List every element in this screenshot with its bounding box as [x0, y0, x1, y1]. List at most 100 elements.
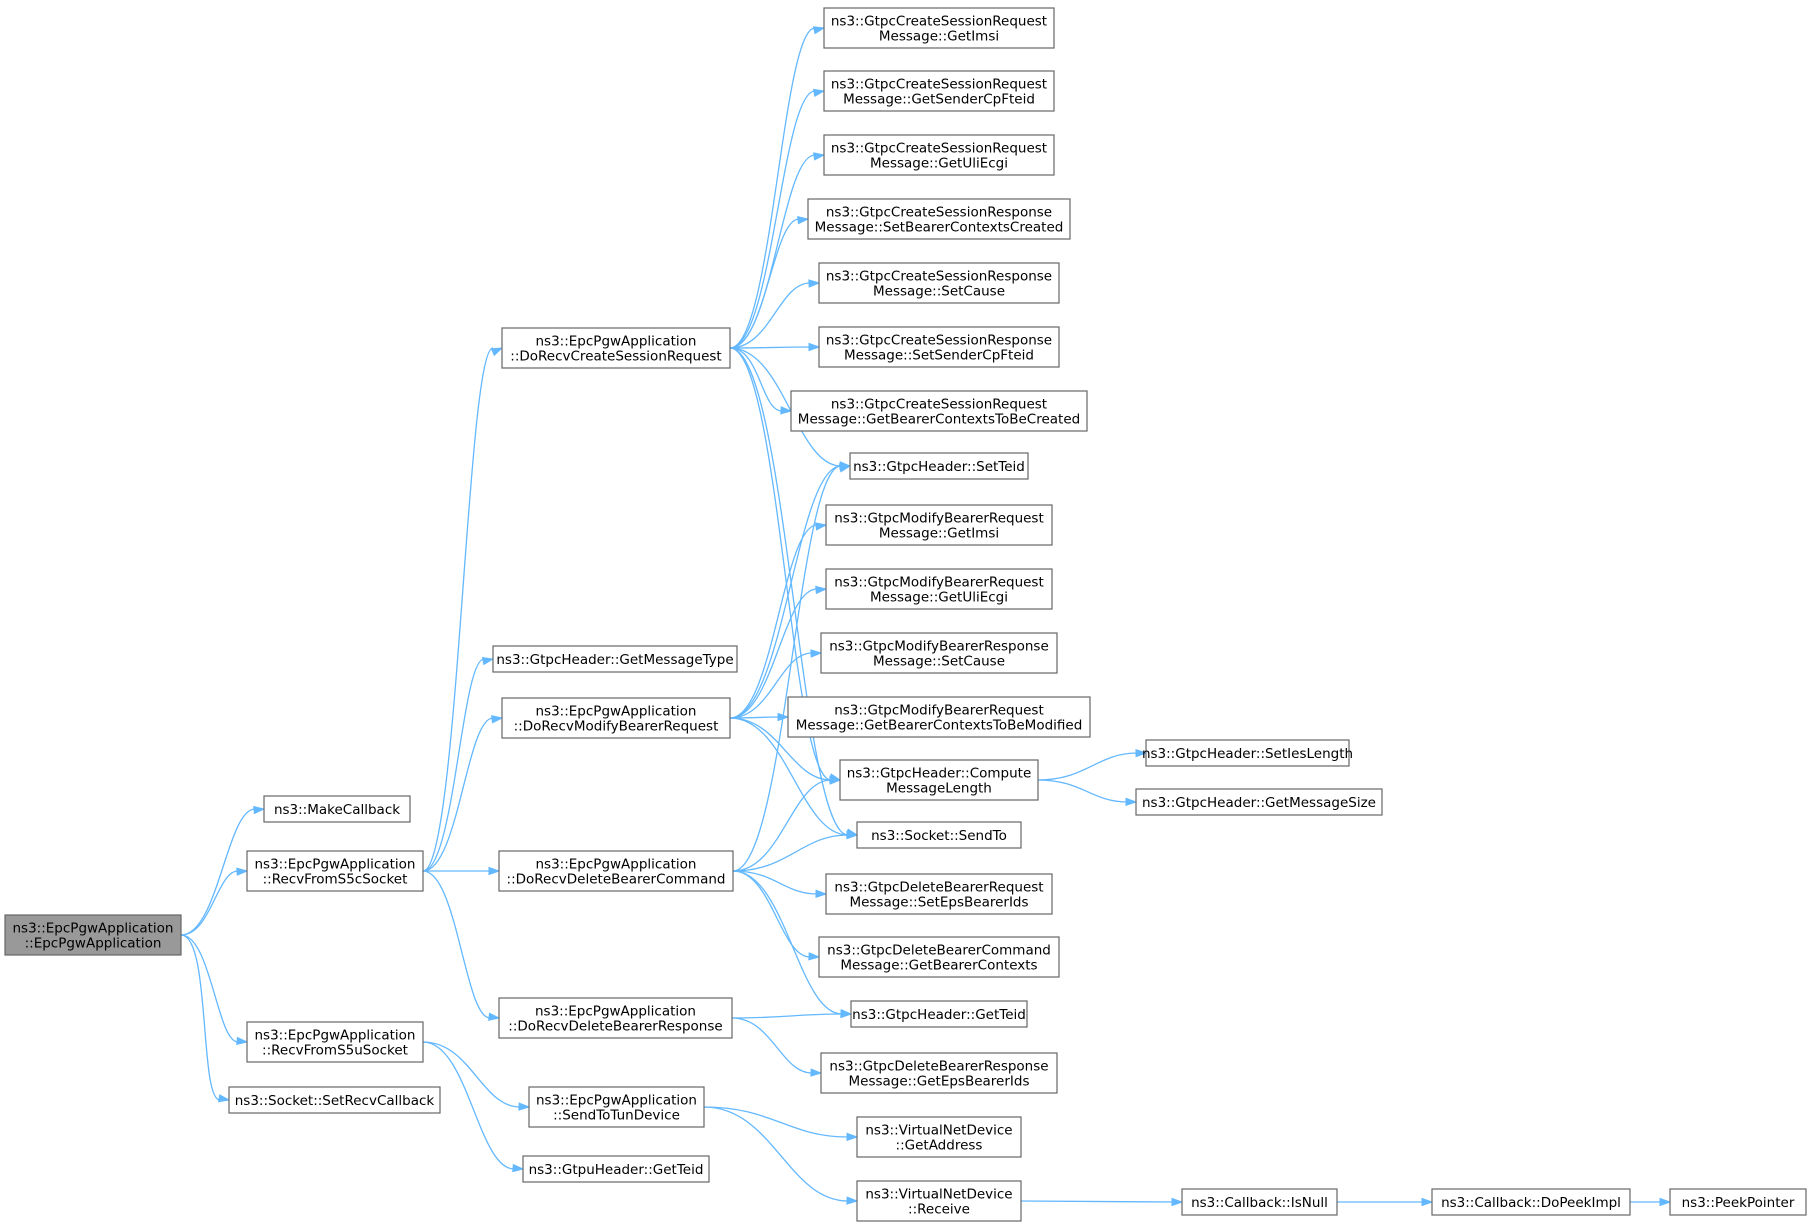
arrowhead — [1135, 748, 1148, 758]
node-peekptr[interactable]: ns3::PeekPointer — [1669, 1188, 1807, 1216]
node-label-line: Message::SetCause — [873, 654, 1005, 670]
node-setteid[interactable]: ns3::GtpcHeader::SetTeid — [849, 452, 1029, 480]
node-box — [492, 645, 738, 673]
node-label-line: ns3::GtpcModifyBearerResponse — [829, 639, 1049, 655]
node-getmsgtype[interactable]: ns3::GtpcHeader::GetMessageType — [492, 645, 738, 673]
node-label-line: ns3::PeekPointer — [1682, 1195, 1795, 1211]
node-vnd_addr[interactable]: ns3::VirtualNetDevice::GetAddress — [856, 1116, 1022, 1158]
node-label-line: Message::GetUliEcgi — [870, 590, 1008, 606]
node-recvs5c[interactable]: ns3::EpcPgwApplication::RecvFromS5cSocke… — [246, 850, 424, 892]
node-csreq_uli[interactable]: ns3::GtpcCreateSessionRequestMessage::Ge… — [823, 134, 1055, 176]
edge-line — [703, 1106, 849, 1202]
arrowhead — [1421, 1197, 1434, 1207]
node-drdbc[interactable]: ns3::EpcPgwApplication::DoRecvDeleteBear… — [498, 850, 734, 892]
node-box — [818, 936, 1060, 978]
node-label-line: ns3::GtpcHeader::GetMessageSize — [1142, 795, 1376, 811]
node-drdbresp[interactable]: ns3::EpcPgwApplication::DoRecvDeleteBear… — [498, 997, 733, 1039]
node-label-line: ns3::GtpcCreateSessionResponse — [826, 269, 1052, 285]
node-getmsgsize[interactable]: ns3::GtpcHeader::GetMessageSize — [1135, 788, 1383, 816]
node-label-line: ns3::VirtualNetDevice — [865, 1123, 1012, 1139]
node-setieslen[interactable]: ns3::GtpcHeader::SetIesLength — [1142, 739, 1353, 767]
node-label-line: ::Receive — [908, 1202, 970, 1218]
edge-line — [422, 870, 491, 1019]
node-label-line: ns3::GtpcDeleteBearerCommand — [827, 943, 1051, 959]
edge-line — [422, 658, 485, 872]
node-label-line: ns3::GtpcModifyBearerRequest — [834, 511, 1044, 527]
node-box — [498, 850, 734, 892]
edge-line — [180, 934, 221, 1101]
arrowhead — [490, 347, 504, 357]
call-edge-drcsr-to-csresp_setbc — [729, 215, 810, 349]
edge-line — [729, 465, 842, 719]
edge-line — [422, 347, 494, 872]
node-mbreq_imsi[interactable]: ns3::GtpcModifyBearerRequestMessage::Get… — [825, 504, 1053, 546]
node-label-line: ns3::EpcPgwApplication — [536, 1093, 697, 1109]
node-label-line: ns3::MakeCallback — [274, 802, 400, 818]
node-label-line: Message::GetSenderCpFteid — [843, 92, 1035, 108]
node-recvs5u[interactable]: ns3::EpcPgwApplication::RecvFromS5uSocke… — [246, 1021, 424, 1063]
call-edge-root-to-setrecvcb — [180, 934, 231, 1103]
node-box — [1135, 788, 1383, 816]
node-dbreq_eps[interactable]: ns3::GtpcDeleteBearerRequestMessage::Set… — [825, 873, 1053, 915]
node-label-line: Message::SetBearerContextsCreated — [815, 220, 1064, 236]
call-edge-drdbresp-to-getteid — [731, 1009, 853, 1019]
node-sendtun[interactable]: ns3::EpcPgwApplication::SendToTunDevice — [528, 1086, 705, 1128]
call-edge-drmbr-to-mbreq_uli — [729, 585, 828, 719]
edge-line — [729, 347, 842, 467]
node-label-line: Message::SetEpsBearerIds — [849, 895, 1028, 911]
node-drcsr[interactable]: ns3::EpcPgwApplication::DoRecvCreateSess… — [501, 327, 731, 369]
node-gtpugetteid[interactable]: ns3::GtpuHeader::GetTeid — [522, 1155, 710, 1183]
node-getteid[interactable]: ns3::GtpcHeader::GetTeid — [850, 1000, 1028, 1028]
node-label-line: ns3::Callback::IsNull — [1191, 1195, 1328, 1211]
arrowhead — [815, 522, 828, 531]
node-label-line: ns3::GtpcModifyBearerRequest — [834, 575, 1044, 591]
edge-line — [731, 1013, 843, 1019]
node-box — [807, 198, 1071, 240]
node-dopeek[interactable]: ns3::Callback::DoPeekImpl — [1431, 1188, 1631, 1216]
arrowhead — [518, 1102, 531, 1111]
node-label-line: Message::SetSenderCpFteid — [844, 348, 1034, 364]
arrowhead — [815, 889, 828, 899]
call-edge-recvs5c-to-getmsgtype — [422, 656, 495, 872]
node-mbreq_uli[interactable]: ns3::GtpcModifyBearerRequestMessage::Get… — [825, 568, 1053, 610]
node-sendto[interactable]: ns3::Socket::SendTo — [856, 821, 1022, 849]
node-label-line: ::RecvFromS5cSocket — [263, 872, 408, 888]
arrowhead — [846, 1196, 859, 1205]
node-isnull[interactable]: ns3::Callback::IsNull — [1181, 1188, 1338, 1216]
node-root[interactable]: ns3::EpcPgwApplication::EpcPgwApplicatio… — [4, 914, 182, 956]
node-label-line: ns3::EpcPgwApplication — [255, 1028, 416, 1044]
node-csreq_getbc[interactable]: ns3::GtpcCreateSessionRequestMessage::Ge… — [790, 390, 1088, 432]
node-mbresp_cause[interactable]: ns3::GtpcModifyBearerResponseMessage::Se… — [820, 632, 1058, 674]
node-box — [522, 1155, 710, 1183]
call-edge-vnd_recv-to-isnull — [1020, 1197, 1184, 1207]
node-vnd_recv[interactable]: ns3::VirtualNetDevice::Receive — [856, 1180, 1022, 1222]
node-label-line: ns3::GtpcHeader::Compute — [847, 766, 1032, 782]
node-label-line: ns3::EpcPgwApplication — [536, 857, 697, 873]
edge-line — [729, 652, 813, 719]
node-label-line: Message::GetBearerContexts — [840, 958, 1037, 974]
node-csreq_imsi[interactable]: ns3::GtpcCreateSessionRequestMessage::Ge… — [823, 7, 1055, 49]
node-dbcmd_bc[interactable]: ns3::GtpcDeleteBearerCommandMessage::Get… — [818, 936, 1060, 978]
edge-line — [180, 808, 256, 936]
node-label-line: ::DoRecvCreateSessionRequest — [510, 349, 721, 365]
node-makecb[interactable]: ns3::MakeCallback — [263, 795, 411, 823]
arrowhead — [812, 88, 826, 98]
node-dbresp_eps[interactable]: ns3::GtpcDeleteBearerResponseMessage::Ge… — [820, 1052, 1058, 1094]
node-label-line: Message::GetEpsBearerIds — [849, 1074, 1030, 1090]
call-edge-drcsr-to-csreq_imsi — [729, 26, 826, 349]
node-box — [820, 1052, 1058, 1094]
node-drmbr[interactable]: ns3::EpcPgwApplication::DoRecvModifyBear… — [501, 697, 731, 739]
node-csreq_sender[interactable]: ns3::GtpcCreateSessionRequestMessage::Ge… — [823, 70, 1055, 112]
node-setrecvcb[interactable]: ns3::Socket::SetRecvCallback — [228, 1086, 441, 1114]
node-label-line: ns3::GtpcCreateSessionRequest — [831, 397, 1047, 413]
node-mbreq_getbc[interactable]: ns3::GtpcModifyBearerRequestMessage::Get… — [787, 696, 1091, 738]
node-csresp_setbc[interactable]: ns3::GtpcCreateSessionResponseMessage::S… — [807, 198, 1071, 240]
arrowhead — [808, 952, 821, 961]
node-label-line: ns3::EpcPgwApplication — [255, 857, 416, 873]
node-csresp_sender[interactable]: ns3::GtpcCreateSessionResponseMessage::S… — [818, 326, 1060, 368]
node-csresp_cause[interactable]: ns3::GtpcCreateSessionResponseMessage::S… — [818, 262, 1060, 304]
node-label-line: ns3::GtpcHeader::GetTeid — [852, 1007, 1026, 1023]
node-label-line: Message::GetImsi — [879, 29, 999, 45]
